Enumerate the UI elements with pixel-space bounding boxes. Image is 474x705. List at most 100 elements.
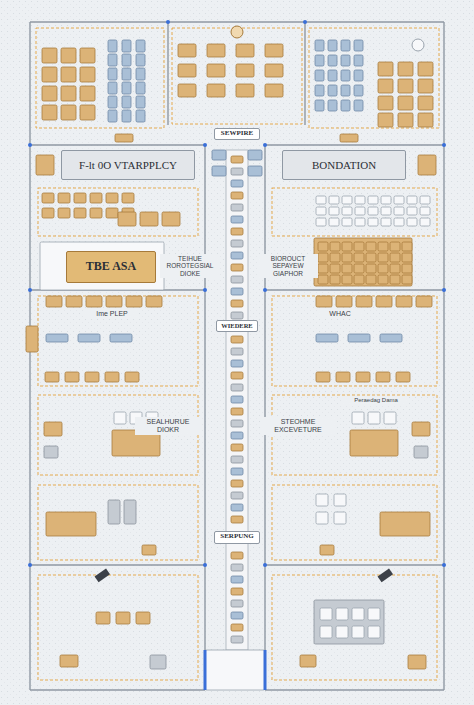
panel bbox=[320, 626, 332, 638]
corridor-item bbox=[231, 168, 243, 175]
desk bbox=[265, 84, 283, 97]
desk bbox=[74, 208, 86, 218]
chair bbox=[420, 207, 430, 215]
desk bbox=[236, 64, 254, 77]
desk bbox=[140, 212, 158, 226]
corridor-item bbox=[231, 432, 243, 439]
chair bbox=[316, 196, 326, 204]
wall bbox=[30, 21, 444, 22]
corridor-item bbox=[231, 264, 243, 271]
screen bbox=[212, 166, 226, 176]
chair bbox=[381, 207, 391, 215]
seat bbox=[402, 242, 412, 251]
corridor-item bbox=[231, 636, 243, 643]
chair bbox=[329, 218, 339, 226]
cabinet bbox=[108, 110, 117, 122]
chair bbox=[368, 218, 378, 226]
cabinet bbox=[354, 85, 363, 96]
desk bbox=[378, 62, 393, 76]
room-box: SEWPIRE bbox=[214, 128, 260, 140]
room-name: F-lt 0O VTARPPLCY bbox=[79, 159, 177, 171]
seat bbox=[330, 242, 340, 251]
column-dot bbox=[303, 20, 307, 24]
desk bbox=[376, 372, 390, 382]
room-outline bbox=[272, 575, 437, 680]
seat bbox=[342, 253, 352, 262]
corridor-item bbox=[231, 288, 243, 295]
column-dot bbox=[442, 143, 446, 147]
corridor-item bbox=[231, 216, 243, 223]
desk bbox=[90, 193, 102, 203]
desk bbox=[236, 84, 254, 97]
locker bbox=[124, 500, 136, 524]
desk bbox=[356, 296, 372, 307]
column-dot bbox=[203, 563, 207, 567]
furniture bbox=[142, 545, 156, 555]
cabinet bbox=[315, 100, 324, 111]
seat bbox=[378, 275, 388, 284]
desk-unit bbox=[350, 430, 398, 456]
corridor-item bbox=[231, 480, 243, 487]
screen bbox=[212, 150, 226, 160]
desk bbox=[265, 44, 283, 57]
seat bbox=[318, 264, 328, 273]
corridor-item bbox=[231, 240, 243, 247]
corridor-item bbox=[231, 372, 243, 379]
screen bbox=[248, 166, 262, 176]
corridor-item bbox=[231, 564, 243, 571]
round-table bbox=[412, 39, 424, 51]
bench bbox=[380, 334, 402, 342]
cabinet bbox=[315, 70, 324, 81]
wall bbox=[204, 145, 205, 690]
desk bbox=[136, 612, 150, 624]
desk bbox=[61, 48, 76, 63]
column-dot bbox=[263, 288, 267, 292]
chair bbox=[368, 196, 378, 204]
cabinet bbox=[136, 68, 145, 80]
desk bbox=[66, 296, 82, 307]
cabinet bbox=[354, 70, 363, 81]
seat bbox=[366, 253, 376, 262]
seating-block bbox=[314, 238, 412, 286]
room-name: SERPUNG bbox=[220, 533, 253, 541]
chair bbox=[329, 207, 339, 215]
desk-unit bbox=[46, 512, 96, 536]
seat bbox=[330, 275, 340, 284]
corridor-item bbox=[231, 576, 243, 583]
chair bbox=[368, 412, 380, 424]
chair bbox=[368, 207, 378, 215]
desk bbox=[316, 296, 332, 307]
cabinet bbox=[414, 446, 428, 458]
seat bbox=[390, 242, 400, 251]
column-dot bbox=[28, 288, 32, 292]
column-dot bbox=[203, 143, 207, 147]
seat bbox=[330, 253, 340, 262]
seat bbox=[330, 264, 340, 273]
desk bbox=[61, 86, 76, 101]
corridor-item bbox=[231, 468, 243, 475]
bench bbox=[110, 334, 132, 342]
room-outline bbox=[172, 28, 302, 124]
seat bbox=[402, 264, 412, 273]
seat bbox=[354, 253, 364, 262]
desk bbox=[58, 193, 70, 203]
cabinet bbox=[315, 40, 324, 51]
corridor-item bbox=[231, 552, 243, 559]
corridor-item bbox=[231, 192, 243, 199]
furniture bbox=[44, 422, 62, 436]
panel bbox=[336, 626, 348, 638]
column-dot bbox=[442, 563, 446, 567]
wall bbox=[265, 564, 444, 565]
chair bbox=[394, 207, 404, 215]
panel bbox=[352, 626, 364, 638]
cabinet bbox=[341, 55, 350, 66]
desk bbox=[398, 79, 413, 93]
furniture bbox=[320, 545, 334, 555]
corridor-item bbox=[231, 612, 243, 619]
wall bbox=[30, 564, 205, 565]
desk bbox=[58, 208, 70, 218]
corridor-item bbox=[231, 444, 243, 451]
wall bbox=[265, 144, 444, 145]
seat bbox=[342, 264, 352, 273]
cabinet bbox=[122, 54, 131, 66]
